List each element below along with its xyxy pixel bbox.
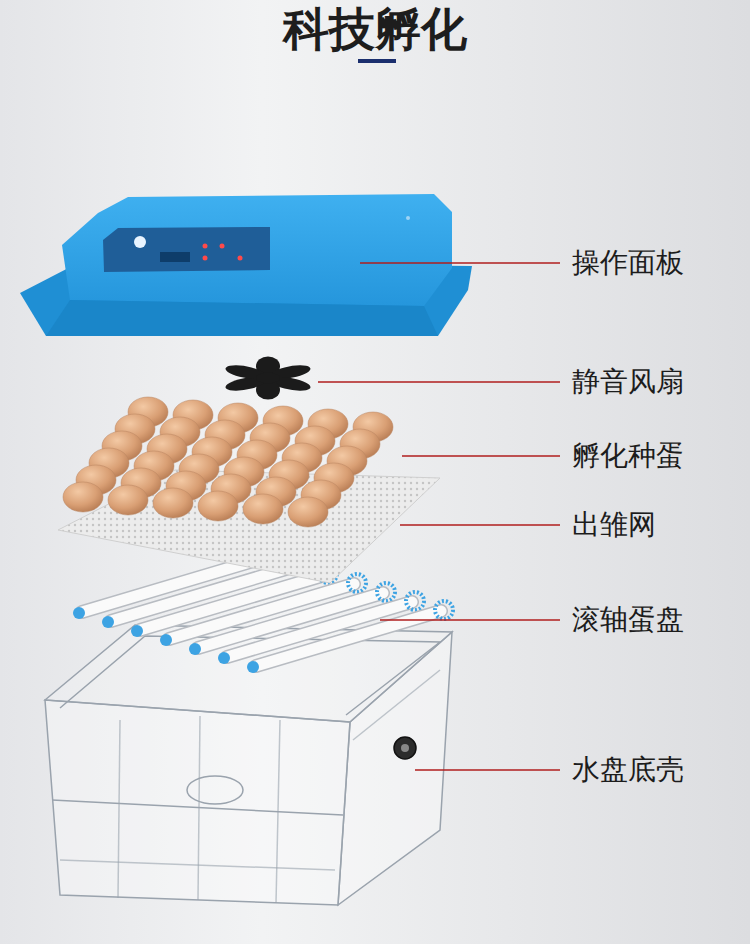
part-label: 出雏网 bbox=[572, 508, 656, 542]
egg bbox=[108, 485, 148, 515]
leader-lines bbox=[318, 263, 560, 770]
egg bbox=[288, 497, 328, 527]
heading: 科技孵化 bbox=[283, 2, 467, 56]
part-label: 滚轴蛋盘 bbox=[572, 603, 684, 637]
roller bbox=[247, 601, 453, 673]
part-label: 水盘底壳 bbox=[572, 753, 684, 787]
egg-group bbox=[63, 397, 393, 527]
egg bbox=[243, 494, 283, 524]
water-tray-shell bbox=[45, 625, 452, 905]
egg bbox=[63, 482, 103, 512]
part-label: 静音风扇 bbox=[572, 365, 684, 399]
hatching-net bbox=[58, 470, 440, 583]
title-underline bbox=[358, 59, 396, 63]
part-label: 孵化种蛋 bbox=[572, 439, 684, 473]
egg bbox=[198, 491, 238, 521]
egg bbox=[153, 488, 193, 518]
control-panel-lid bbox=[20, 194, 472, 336]
silent-fan bbox=[220, 356, 315, 399]
part-label: 操作面板 bbox=[572, 246, 684, 280]
